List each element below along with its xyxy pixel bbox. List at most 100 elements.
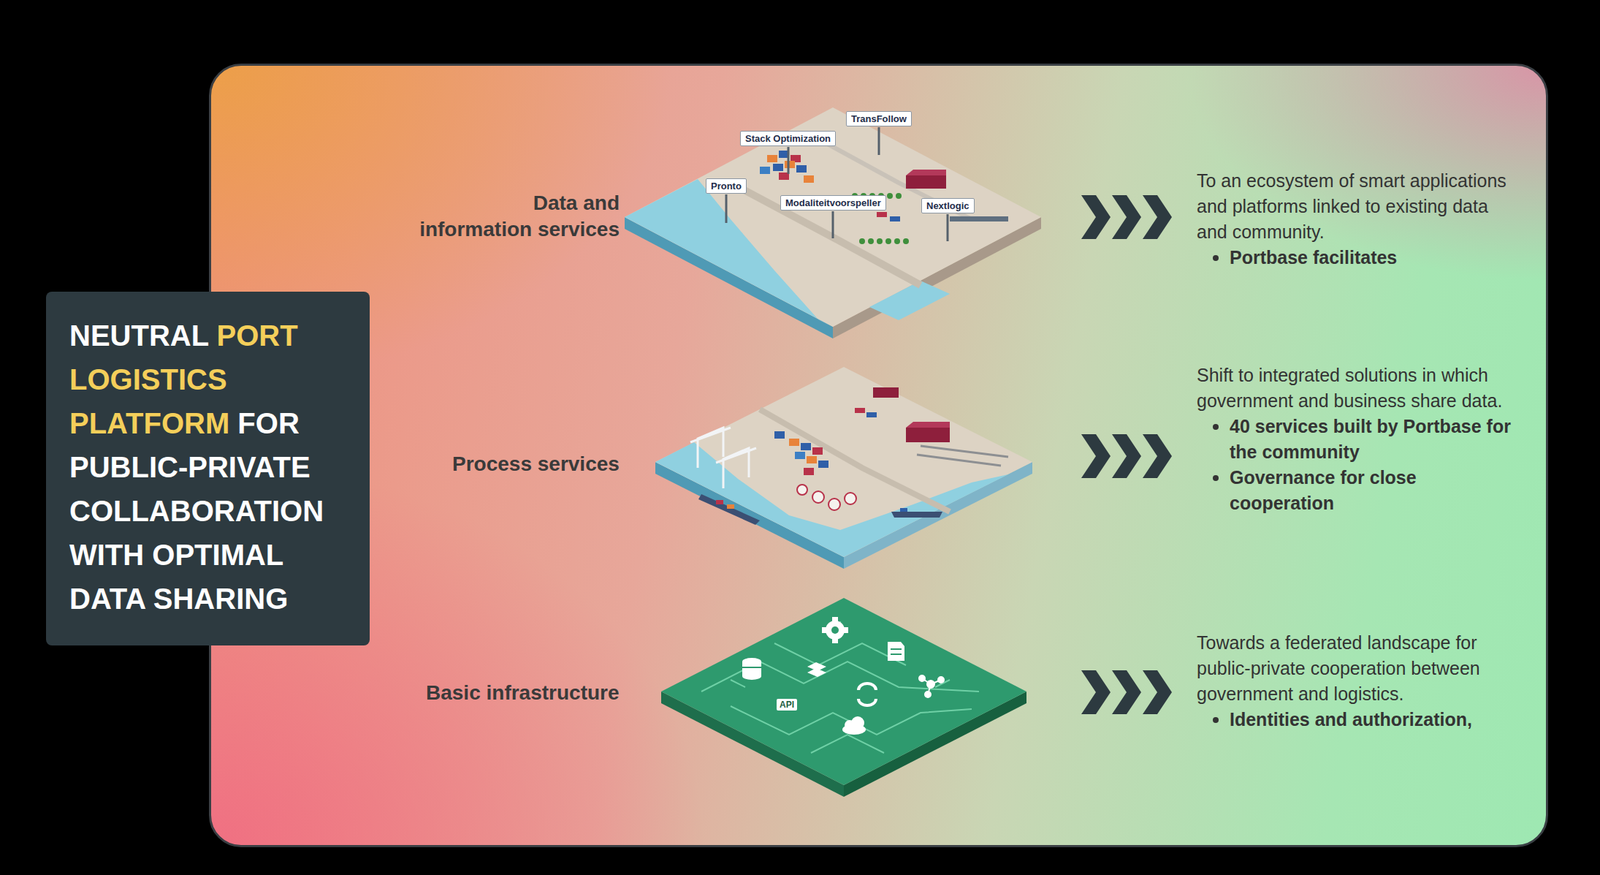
data-services-tile [869,280,950,320]
network-icon [919,675,944,697]
warehouse-building [873,387,899,398]
bullet-text: Portbase facilitates [1229,246,1397,268]
container-stack [812,447,823,455]
sync-icon [858,698,876,706]
bullet-item: 40 services built by Portbase for the co… [1196,413,1522,465]
bullet-dot [1212,716,1219,723]
database-icon [742,657,762,680]
sync-icon [858,683,876,706]
ship [715,499,724,505]
warehouse-building [889,216,901,222]
storage-tank [812,490,825,503]
container-stack [772,163,784,171]
container-stack [784,160,795,169]
ship [726,504,735,509]
description-block: To an ecosystem of smart applications an… [1196,168,1522,271]
tree-row [859,238,866,245]
container-stack [803,467,814,475]
process-services-tile [920,445,1009,457]
warehouse-building [876,169,1009,222]
cloud-icon [851,715,865,730]
circuit-line [810,734,885,753]
container-stack [774,431,785,439]
layer-label: Process services [452,450,620,478]
bullet-dot [1212,423,1219,430]
app-sign: TransFollow [846,111,912,127]
infrastructure-tile [661,597,1027,785]
ship [698,493,760,525]
description-block: Towards a federated landscape for public… [1196,629,1522,733]
gear-icon [825,620,845,640]
ship [900,507,908,512]
warehouse-building [905,421,950,428]
storage-tank [797,484,857,510]
server-icon [807,661,827,677]
document-icon [887,641,905,661]
bullet-dot [1212,254,1219,261]
gear-icon [843,626,849,633]
ship [891,511,943,518]
circuit-line [730,705,972,735]
process-services-tile [655,366,1033,557]
process-services-tile [759,409,950,512]
container-stack [759,150,814,183]
sign-pole [725,194,728,223]
app-sign: Modaliteitvoorspeller [780,195,887,211]
sync-icon [858,683,876,690]
description-text: Towards a federated landscape for public… [1196,629,1522,707]
container-stack [794,451,806,459]
gear-icon [821,626,827,633]
bullet-item: Identities and authorization, [1196,706,1522,733]
chevron-arrow [1111,433,1142,478]
description-block: Shift to integrated solutions in which g… [1196,362,1522,516]
process-services-tile [655,366,1033,569]
bullet-text: Identities and authorization, [1229,708,1473,730]
circuit-line [774,642,906,665]
data-services-tile [624,107,1042,327]
quay-crane [715,447,757,489]
tree-row [867,238,874,245]
warehouse-building [905,427,950,443]
gear-icon [831,626,839,634]
chevron-arrow [1081,195,1172,714]
container-stack [818,460,829,468]
chevron-arrow [1081,669,1111,714]
description-text: Shift to integrated solutions in which g… [1196,362,1522,414]
gear-icon [832,616,838,622]
tree-row [903,238,909,245]
chevron-arrow [1111,195,1142,239]
quay-crane [690,427,757,489]
title-panel: NEUTRAL PORT LOGISTICS PLATFORM FOR PUBL… [46,291,370,646]
warehouse-building [876,211,887,217]
layer-label: Data and information services [417,189,620,243]
warehouse-building [866,412,877,418]
data-services-tile [730,182,921,285]
circuit-line [701,661,979,692]
container-stack [789,438,800,446]
storage-tank [844,492,857,505]
app-sign: Pronto [705,178,747,194]
bullet-text: Governance for close cooperation [1229,466,1417,513]
chevron-arrow [1142,669,1172,714]
infrastructure-tile [661,597,1027,797]
warehouse-building [949,216,1009,222]
chevron-arrow [1081,195,1111,239]
container-stack [806,455,817,464]
gear-icon [832,638,838,643]
sign-pole [878,127,881,155]
layer-label: Basic infrastructure [425,679,620,706]
container-stack [796,165,807,173]
container-stack [800,442,811,451]
sign-pole [832,211,835,239]
bullet-dot [1212,474,1219,481]
database-icon [742,666,762,668]
process-services-tile [916,454,1001,466]
process-services-tile [655,442,1009,557]
title-text: NEUTRAL [69,319,209,352]
bullet-item: Portbase facilitates [1196,244,1522,271]
chevron-arrow [1142,433,1172,478]
bullet-text: 40 services built by Portbase for the co… [1229,415,1511,462]
network-icon [938,676,944,683]
api-tag: API [776,698,798,711]
